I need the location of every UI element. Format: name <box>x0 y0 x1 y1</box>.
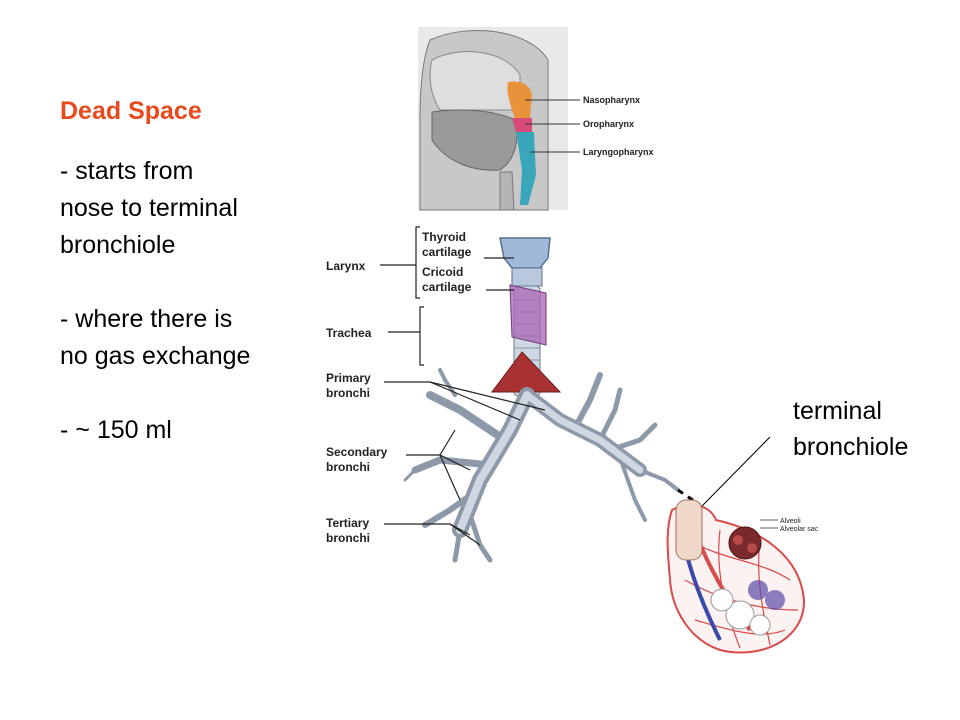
oropharynx-region <box>512 118 532 132</box>
secondary-bronchus <box>411 456 494 474</box>
tongue <box>431 109 518 171</box>
tertiary-leader-b <box>449 523 471 536</box>
larynx-label: Larynx <box>326 259 366 273</box>
primary-label-line2: bronchi <box>326 386 370 400</box>
larynx-section <box>499 171 515 211</box>
alveolus-dark <box>747 543 757 553</box>
cricoid-label-line1: Cricoid <box>422 265 463 279</box>
tertiary-bronchus <box>438 368 457 397</box>
head-leader-lines <box>525 99 580 153</box>
carina-marker <box>491 351 562 393</box>
nasopharynx-region <box>507 81 532 118</box>
tertiary-bronchus <box>403 468 417 482</box>
nasal-cavity <box>429 51 521 111</box>
alveolus-dark <box>728 526 762 560</box>
callout-line: bronchiole <box>793 433 909 461</box>
bullet-line: - ~ 150 ml <box>60 416 172 444</box>
thyroid-label-line1: Thyroid <box>422 230 466 244</box>
cricoid-label-line2: cartilage <box>422 280 472 294</box>
cricoid-ring <box>511 267 543 287</box>
alveolus <box>765 590 785 610</box>
secondary-bronchus <box>426 391 509 444</box>
cricoid-cartilage <box>509 284 547 346</box>
secondary-bronchus <box>422 487 481 528</box>
alveolus <box>749 614 771 636</box>
airway-tree <box>403 237 701 563</box>
tertiary-label-line2: bronchi <box>326 531 370 545</box>
bullet-line: no gas exchange <box>60 342 251 370</box>
primary-label-line1: Primary <box>326 371 371 385</box>
capillary <box>694 619 786 635</box>
bullet-line: - where there is <box>60 305 233 333</box>
alveolar-sac-label: Alveolar sac <box>780 526 819 533</box>
terminal-bronchiole-callout: terminal bronchiole <box>793 393 908 465</box>
alveolus-dark <box>733 535 743 545</box>
terminal-branch <box>638 468 680 492</box>
terminal-bronchiole-link <box>677 488 701 507</box>
trachea-label: Trachea <box>326 326 372 340</box>
thyroid-cartilage <box>499 237 551 269</box>
tertiary-bronchus <box>452 527 463 563</box>
callout-line: terminal <box>793 397 882 425</box>
alveolus <box>710 588 734 612</box>
laryngopharynx-label: Laryngopharynx <box>583 147 654 157</box>
tertiary-label-line1: Tertiary <box>326 516 369 530</box>
secondary-label-line2: bronchi <box>326 460 370 474</box>
bullet-list: - starts from nose to terminal bronchiol… <box>60 153 320 486</box>
head-sagittal-section <box>418 27 568 211</box>
bullet-no-gas-exchange: - where there is no gas exchange <box>60 301 320 375</box>
laryngopharynx-region <box>516 132 536 205</box>
secondary-leader-c <box>439 429 456 456</box>
bronchi-highlight <box>456 391 644 534</box>
secondary-label-line1: Secondary <box>326 445 388 459</box>
bronchus-highlight <box>523 391 644 474</box>
primary-leader-b <box>429 381 521 421</box>
tertiary-bronchus <box>607 422 658 453</box>
secondary-leader-b <box>439 454 461 501</box>
secondary-bronchus <box>572 372 603 431</box>
tertiary-bronchus <box>618 456 647 522</box>
alveolus <box>748 580 768 600</box>
bullet-volume: - ~ 150 ml <box>60 412 320 449</box>
bronchus-highlight <box>456 391 531 534</box>
alveoli-label: Alveoli <box>780 518 801 525</box>
alveoli-cluster <box>666 499 806 654</box>
tertiary-bronchus <box>467 512 493 563</box>
alveoli-leaders <box>760 519 778 529</box>
bullet-line: - starts from <box>60 157 194 185</box>
oropharynx-label: Oropharynx <box>583 119 634 129</box>
thyroid-label-line2: cartilage <box>422 245 472 259</box>
bullet-starts-from: - starts from nose to terminal bronchiol… <box>60 153 320 264</box>
alveolus <box>725 600 755 630</box>
trachea-bracket <box>419 306 424 366</box>
secondary-bronchus <box>597 387 623 443</box>
larynx-bracket <box>415 226 420 299</box>
terminal-bronchiole-tube <box>675 499 703 561</box>
airway-brackets <box>380 226 546 546</box>
nasopharynx-label: Nasopharynx <box>583 95 640 105</box>
callout-pointer <box>701 436 771 507</box>
bullet-line: bronchiole <box>60 231 176 259</box>
slide-title: Dead Space <box>60 97 202 125</box>
bullet-line: nose to terminal <box>60 194 238 222</box>
